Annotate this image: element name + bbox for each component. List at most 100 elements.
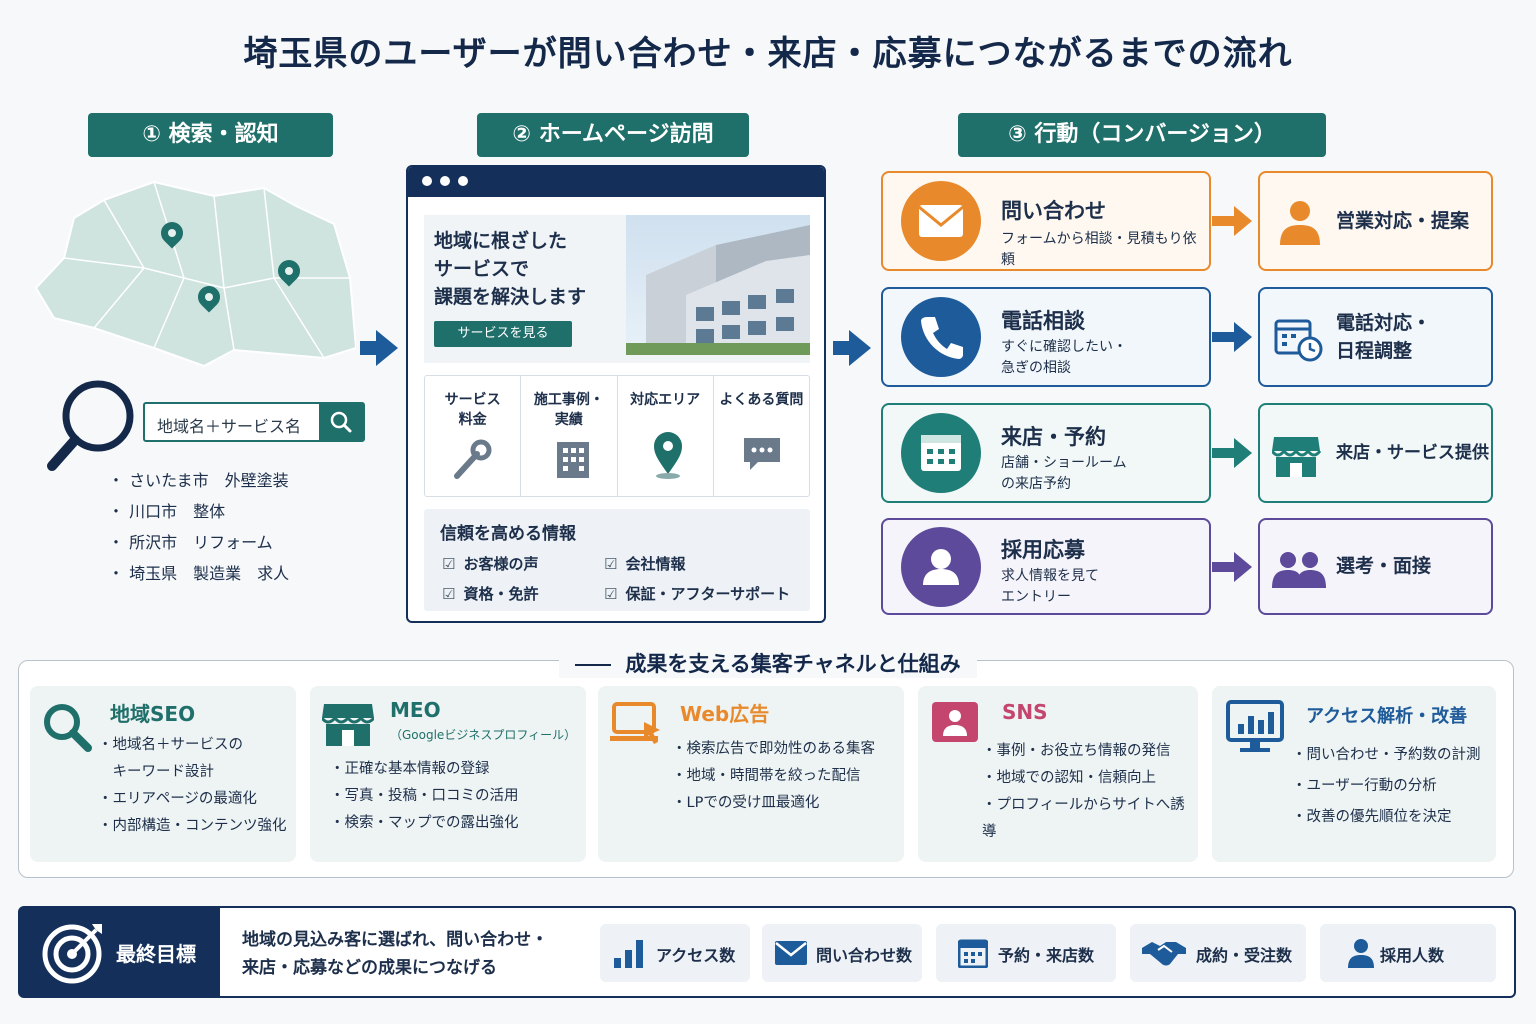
person-icon bbox=[1348, 939, 1374, 968]
arrow-right-icon bbox=[1212, 438, 1252, 468]
kpi-label: 問い合わせ数 bbox=[816, 946, 913, 965]
service-button[interactable]: サービスを見る bbox=[434, 321, 572, 347]
ad-icon bbox=[610, 702, 660, 744]
action-title: 採用応募 bbox=[1001, 538, 1085, 562]
result-card-phone: 電話対応・ 日程調整 bbox=[1258, 287, 1493, 387]
goal-label-box: 最終目標 bbox=[20, 908, 220, 996]
site-menu: サービス 料金 施工事例・ 実績 対応エリア よくある質 bbox=[424, 375, 810, 497]
channel-name: アクセス解析・改善 bbox=[1306, 706, 1468, 727]
action-card-visit[interactable]: 来店・予約 店舗・ショールーム の来店予約 bbox=[881, 403, 1211, 503]
people-icon bbox=[1272, 552, 1326, 588]
action-card-recruit[interactable]: 採用応募 求人情報を見て エントリー bbox=[881, 518, 1211, 615]
action-sub: フォームから相談・見積もり依頼 bbox=[1001, 231, 1197, 268]
chat-icon bbox=[743, 438, 780, 470]
trust-item: 資格・免許 bbox=[442, 583, 538, 604]
action-title: 電話相談 bbox=[1001, 309, 1085, 333]
channel-analytics: アクセス解析・改善 ・問い合わせ・予約数の計測 ・ユーザー行動の分析 ・改善の優… bbox=[1212, 686, 1496, 862]
goal-banner: 最終目標 地域の見込み客に選ばれ、問い合わせ・ 来店・応募などの成果につなげる … bbox=[18, 906, 1516, 998]
trust-item: お客様の声 bbox=[442, 553, 538, 574]
page-title: 埼玉県のユーザーが問い合わせ・来店・応募につながるまでの流れ bbox=[243, 34, 1293, 74]
kpi-label: 成約・受注数 bbox=[1196, 946, 1293, 965]
channel-seo: 地域SEO ・地域名＋サービスの キーワード設計 ・エリアページの最適化 ・内部… bbox=[30, 686, 296, 862]
channel-bullets: ・事例・お役立ち情報の発信 ・地域での認知・信頼向上 ・プロフィールからサイトへ… bbox=[982, 743, 1185, 840]
arrow-right-icon bbox=[1212, 322, 1252, 352]
mail-icon bbox=[775, 941, 807, 965]
search-button[interactable] bbox=[319, 404, 363, 440]
window-dot bbox=[440, 176, 450, 186]
kpi-label: 予約・来店数 bbox=[998, 946, 1095, 965]
channels-title: 成果を支える集客チャネルと仕組み bbox=[0, 648, 1536, 678]
result-card-recruit: 選考・面接 bbox=[1258, 518, 1493, 615]
channel-name: SNS bbox=[1002, 700, 1048, 724]
calendar-clock-icon bbox=[1274, 319, 1323, 362]
action-title: 来店・予約 bbox=[1001, 425, 1106, 449]
channel-bullets: ・検索広告で即効性のある集客 ・地域・時間帯を絞った配信 ・LPでの受け皿最適化 bbox=[672, 741, 875, 811]
step-1-header: ① 検索・認知 bbox=[88, 113, 333, 157]
menu-item-faq[interactable]: よくある質問 bbox=[714, 376, 809, 496]
search-query: 地域名＋サービス名 bbox=[157, 417, 302, 436]
map-pin-icon bbox=[653, 432, 682, 479]
building-icon bbox=[557, 442, 590, 478]
menu-item-area[interactable]: 対応エリア bbox=[618, 376, 714, 496]
saitama-map-icon bbox=[34, 180, 356, 368]
action-card-phone[interactable]: 電話相談 すぐに確認したい・ 急ぎの相談 bbox=[881, 287, 1211, 387]
menu-item-price[interactable]: サービス 料金 bbox=[425, 376, 522, 496]
window-dot bbox=[422, 176, 432, 186]
flow-arrow-head bbox=[376, 330, 398, 366]
goal-label: 最終目標 bbox=[116, 942, 196, 966]
action-card-inquiry[interactable]: 問い合わせ フォームから相談・見積もり依頼 bbox=[881, 171, 1211, 271]
search-icon bbox=[330, 411, 352, 433]
flow-arrow bbox=[360, 341, 378, 355]
step-3-header: ③ 行動（コンバージョン） bbox=[958, 113, 1326, 157]
building-image bbox=[626, 215, 810, 355]
keyword-item: ・ さいたま市 外壁塗装 bbox=[108, 471, 289, 490]
analytics-icon bbox=[1226, 700, 1284, 752]
shop-icon bbox=[1272, 437, 1322, 477]
phone-icon bbox=[901, 297, 981, 377]
channel-ads: Web広告 ・検索広告で即効性のある集客 ・地域・時間帯を絞った配信 ・LPでの… bbox=[598, 686, 904, 862]
search-input[interactable]: 地域名＋サービス名 bbox=[143, 402, 365, 442]
kpi-inquiries: 問い合わせ数 bbox=[762, 924, 922, 982]
keyword-item: ・ 埼玉県 製造業 求人 bbox=[108, 564, 290, 583]
menu-item-cases[interactable]: 施工事例・ 実績 bbox=[521, 376, 618, 496]
flow-arrow-head bbox=[849, 330, 871, 366]
kpi-access: アクセス数 bbox=[600, 924, 750, 982]
hero-headline: 地域に根ざした サービスで 課題を解決します bbox=[434, 230, 587, 308]
mail-icon bbox=[901, 181, 981, 261]
handshake-icon bbox=[1142, 942, 1186, 966]
channel-sns: SNS ・事例・お役立ち情報の発信 ・地域での認知・信頼向上 ・プロフィールから… bbox=[918, 686, 1198, 862]
channel-name: Web広告 bbox=[680, 702, 770, 726]
action-sub: すぐに確認したい・ 急ぎの相談 bbox=[1001, 339, 1127, 376]
trust-item: 会社情報 bbox=[604, 553, 685, 574]
keyword-item: ・ 所沢市 リフォーム bbox=[108, 533, 273, 552]
keyword-item: ・ 川口市 整体 bbox=[108, 502, 226, 521]
result-label: 営業対応・提案 bbox=[1336, 210, 1470, 232]
target-icon bbox=[42, 924, 102, 984]
result-card-sales: 営業対応・提案 bbox=[1258, 171, 1493, 271]
goal-text: 地域の見込み客に選ばれ、問い合わせ・ 来店・応募などの成果につなげる bbox=[242, 930, 549, 978]
step-2-header: ② ホームページ訪問 bbox=[477, 113, 749, 157]
window-dot bbox=[458, 176, 468, 186]
result-label: 来店・サービス提供 bbox=[1336, 443, 1489, 463]
action-title: 問い合わせ bbox=[1001, 199, 1106, 223]
action-sub: 店舗・ショールーム の来店予約 bbox=[1001, 455, 1127, 492]
sns-icon bbox=[932, 702, 978, 742]
calendar-icon bbox=[958, 939, 988, 968]
channel-name: MEO bbox=[390, 698, 441, 722]
wrench-icon bbox=[454, 439, 492, 479]
user-icon bbox=[901, 527, 981, 607]
arrow-right-icon bbox=[1212, 206, 1252, 236]
action-sub: 求人情報を見て エントリー bbox=[1001, 568, 1099, 605]
person-icon bbox=[1280, 201, 1320, 245]
channel-name: 地域SEO bbox=[110, 702, 196, 726]
result-label: 選考・面接 bbox=[1336, 555, 1432, 577]
trust-item: 保証・アフターサポート bbox=[604, 583, 790, 604]
kpi-hires: 採用人数 bbox=[1320, 924, 1496, 982]
magnifier-icon bbox=[47, 380, 134, 471]
trust-title: 信頼を高める情報 bbox=[440, 524, 576, 544]
website-mockup: 地域に根ざした サービスで 課題を解決します サービスを見る サービス 料金 bbox=[406, 165, 826, 623]
channel-bullets: ・問い合わせ・予約数の計測 ・ユーザー行動の分析 ・改善の優先順位を決定 bbox=[1292, 747, 1481, 825]
kpi-label: 採用人数 bbox=[1380, 946, 1445, 965]
result-card-visit: 来店・サービス提供 bbox=[1258, 403, 1493, 503]
calendar-icon bbox=[901, 413, 981, 493]
